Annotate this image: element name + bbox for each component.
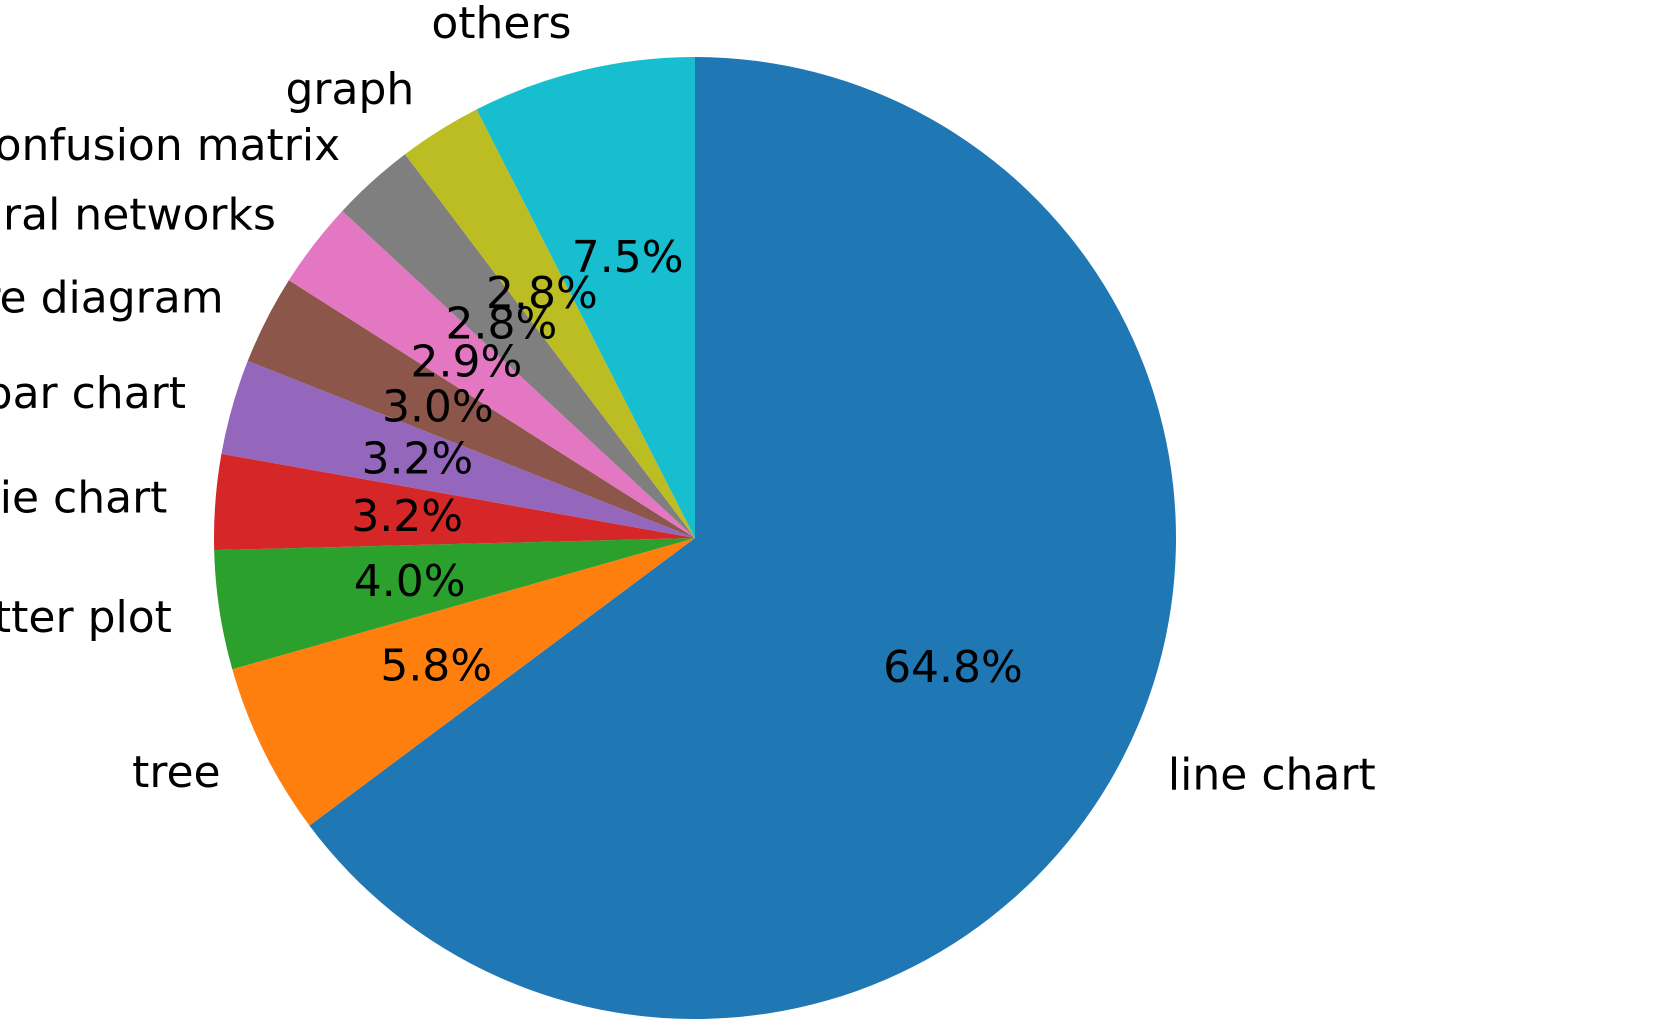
percent-label-tree: 5.8% <box>380 640 492 691</box>
percent-label-others: 7.5% <box>572 232 684 283</box>
slice-architecture-diagram <box>247 280 695 538</box>
slice-tree <box>232 538 695 826</box>
percent-label-pie-chart: 3.2% <box>351 491 463 542</box>
slice-graph <box>404 109 695 538</box>
slice-pie-chart <box>214 453 695 551</box>
category-label-line-chart: line chart <box>1168 750 1376 801</box>
category-label-pie-chart: pie chart <box>0 473 167 524</box>
slice-neural-networks <box>288 210 695 538</box>
category-label-graph: graph <box>285 64 414 115</box>
percent-label-architecture-diagram: 3.0% <box>382 381 494 432</box>
slice-others <box>476 57 695 538</box>
category-label-bar-chart: bar chart <box>0 368 186 419</box>
percent-label-neural-networks: 2.9% <box>411 336 523 387</box>
category-label-neural-networks: neural networks <box>0 190 276 241</box>
pie-slices <box>214 57 1176 1019</box>
percent-label-confusion-matrix: 2.8% <box>446 298 558 349</box>
category-labels: line chart tree scatter plot pie chart bar c… <box>0 0 1376 801</box>
percent-label-line-chart: 64.8% <box>883 642 1023 693</box>
category-label-confusion-matrix: confusion matrix <box>0 120 340 171</box>
slice-scatter-plot <box>214 538 695 670</box>
percent-label-graph: 2.8% <box>486 268 598 319</box>
slice-line-chart <box>309 57 1176 1019</box>
slice-confusion-matrix <box>342 154 695 539</box>
category-label-tree: tree <box>132 747 221 798</box>
slice-bar-chart <box>221 360 695 538</box>
percent-label-bar-chart: 3.2% <box>361 434 473 485</box>
category-label-architecture-diagram: architecture diagram <box>0 272 224 323</box>
percent-label-scatter-plot: 4.0% <box>354 556 466 607</box>
percent-labels: 64.8%5.8%4.0%3.2%3.2%3.0%2.9%2.8%2.8%7.5… <box>351 232 1023 693</box>
category-label-scatter-plot: scatter plot <box>0 592 172 643</box>
category-label-others: others <box>431 0 571 49</box>
